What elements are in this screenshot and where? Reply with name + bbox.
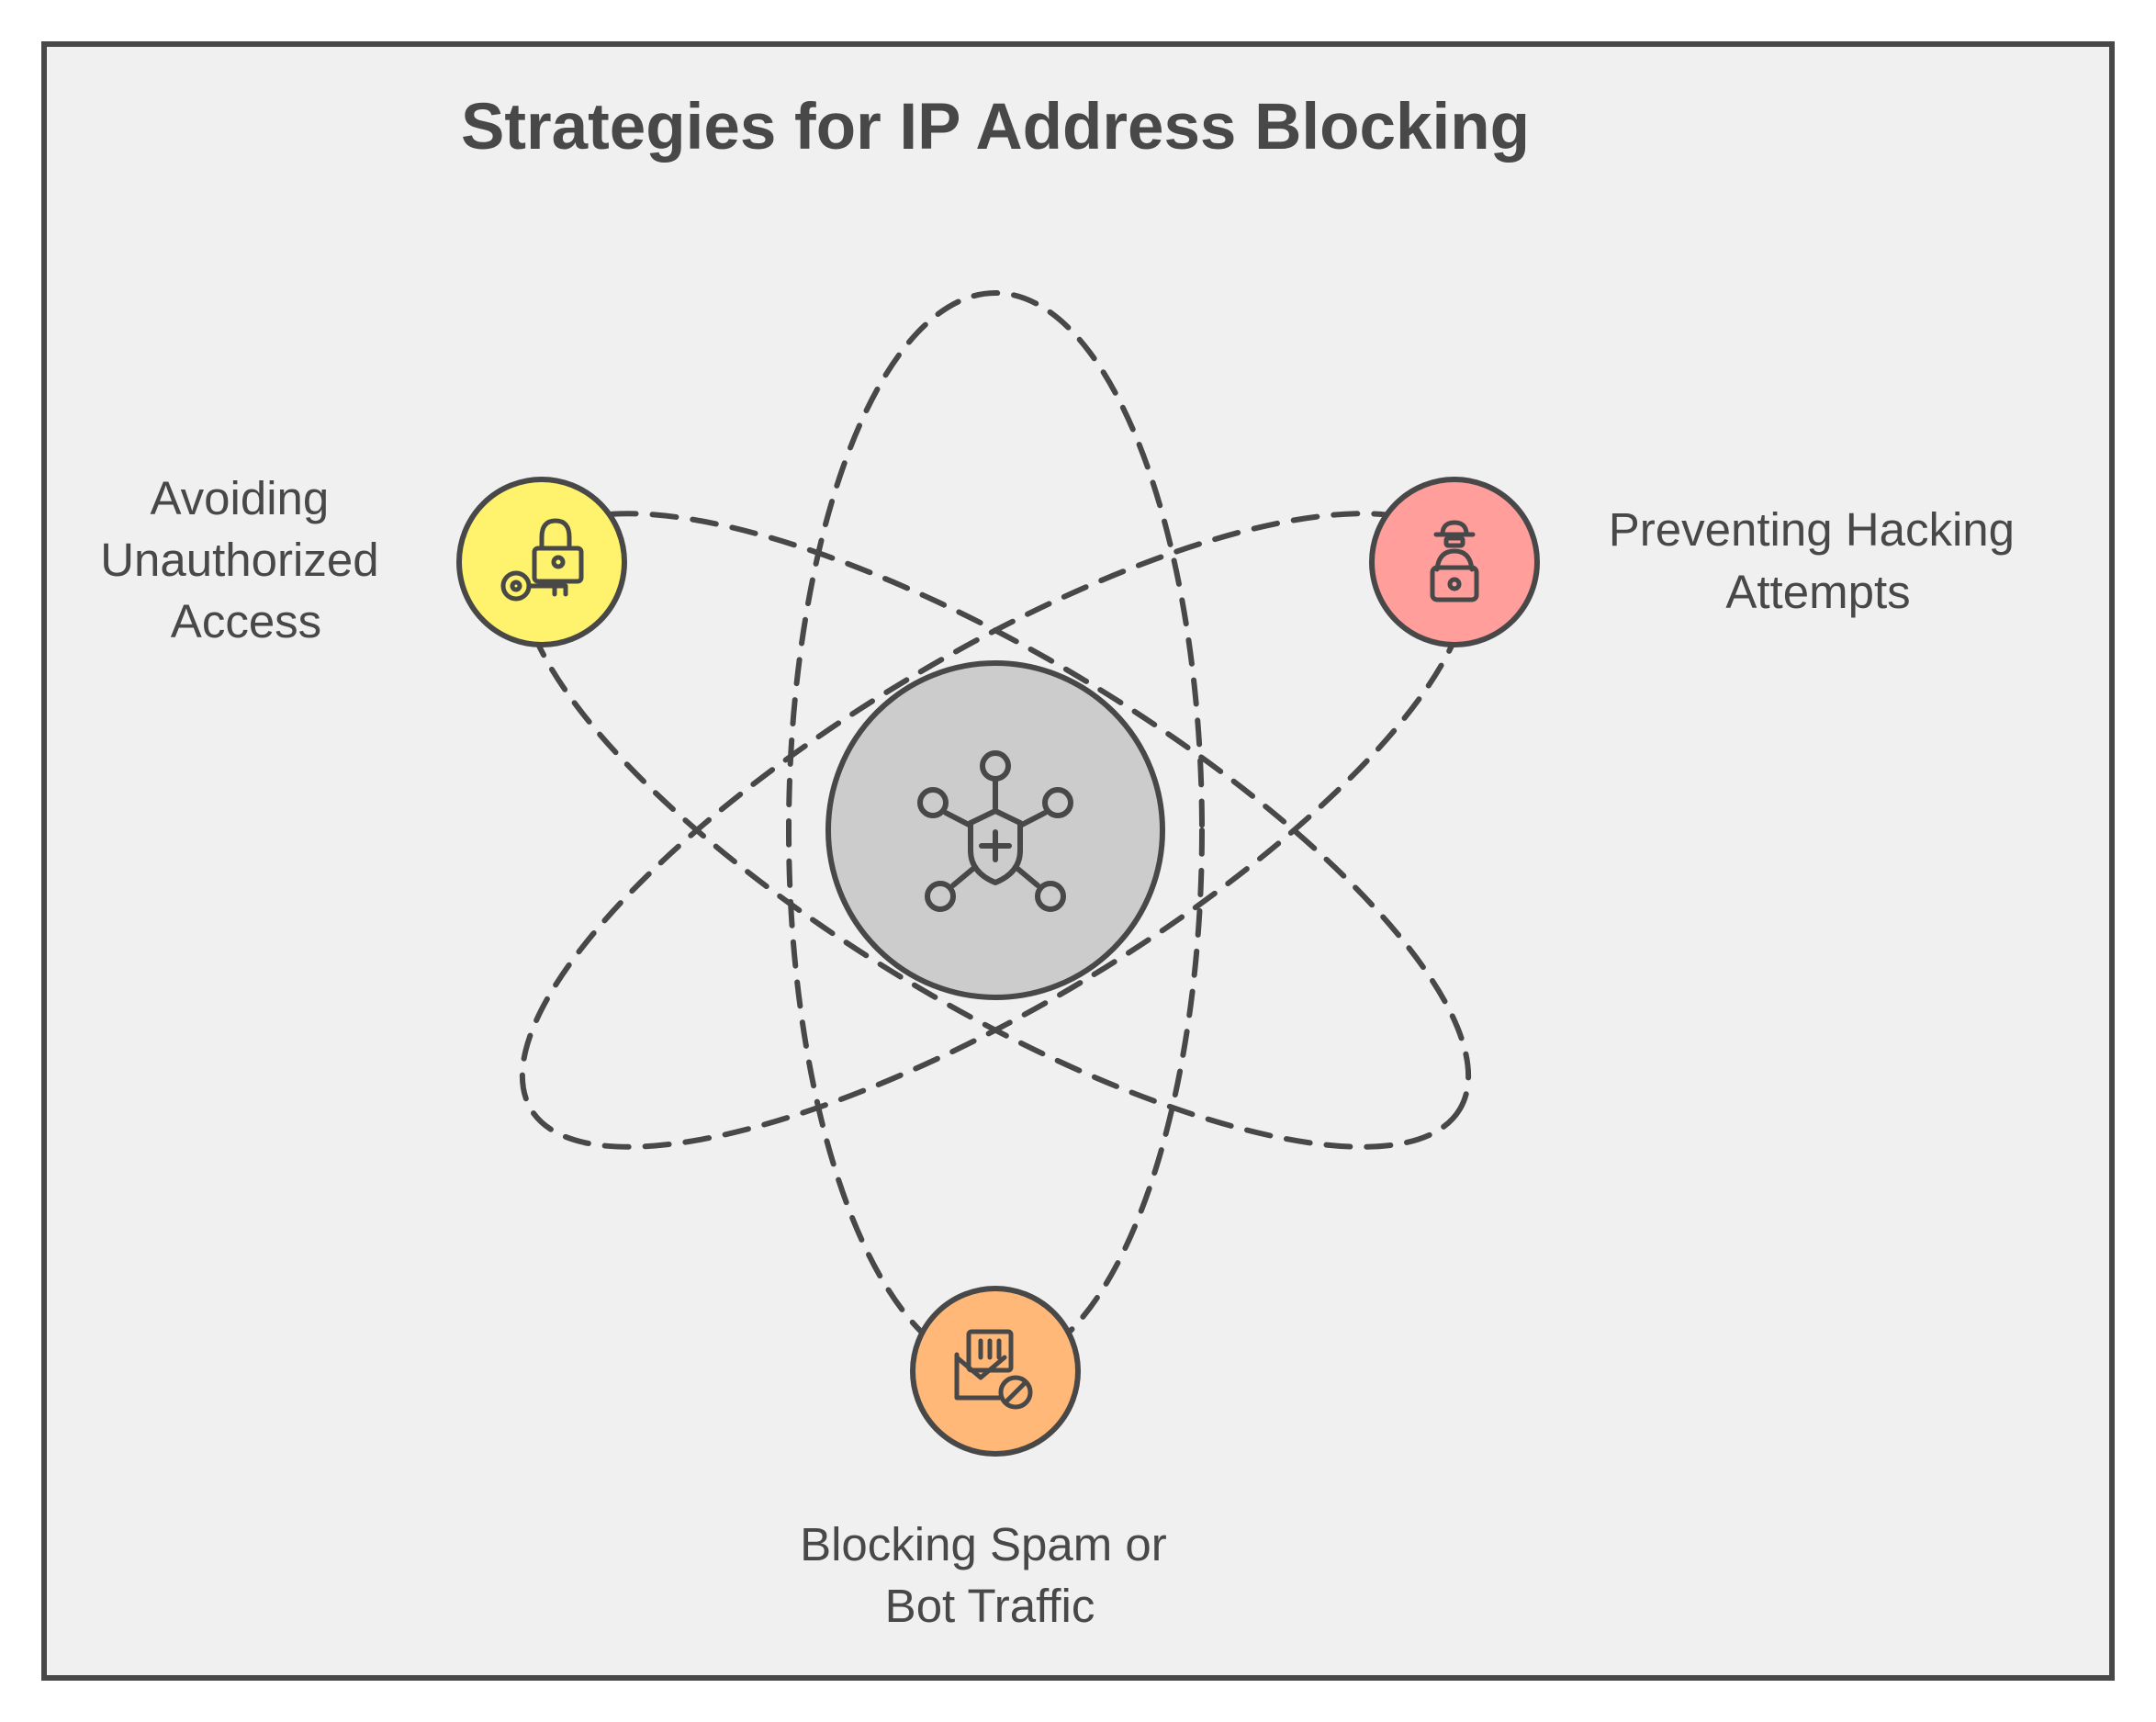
node-circle-hacking-attempts xyxy=(1369,477,1540,647)
node-label-hacking-attempts: Preventing Hacking Attempts xyxy=(1609,503,2027,618)
padlock-key-icon xyxy=(500,518,584,602)
shield-network-icon xyxy=(917,750,1073,912)
hacker-laptop-icon xyxy=(1430,520,1479,602)
node-spam-bot-traffic: Blocking Spam or Bot Traffic xyxy=(800,1286,1180,1632)
node-label-line: Access xyxy=(171,595,321,647)
node-label-line: Unauthorized xyxy=(100,534,378,586)
node-label-line: Preventing Hacking xyxy=(1609,503,2015,556)
node-circle-unauthorized-access xyxy=(456,477,627,647)
node-unauthorized-access: Avoiding Unauthorized Access xyxy=(100,472,627,647)
node-label-line: Bot Traffic xyxy=(885,1580,1095,1632)
node-label-line: Avoiding xyxy=(151,472,330,524)
diagram-title: Strategies for IP Address Blocking xyxy=(461,91,1530,163)
center-hub xyxy=(825,660,1165,1000)
orbit-falling xyxy=(519,511,1472,1150)
node-hacking-attempts: Preventing Hacking Attempts xyxy=(1369,477,2027,647)
node-label-line: Blocking Spam or xyxy=(800,1518,1167,1570)
node-label-line: Attempts xyxy=(1725,566,1910,618)
node-label-spam-bot-traffic: Blocking Spam or Bot Traffic xyxy=(800,1518,1180,1632)
spam-bot-block-icon xyxy=(954,1329,1033,1410)
node-label-unauthorized-access: Avoiding Unauthorized Access xyxy=(100,472,392,647)
